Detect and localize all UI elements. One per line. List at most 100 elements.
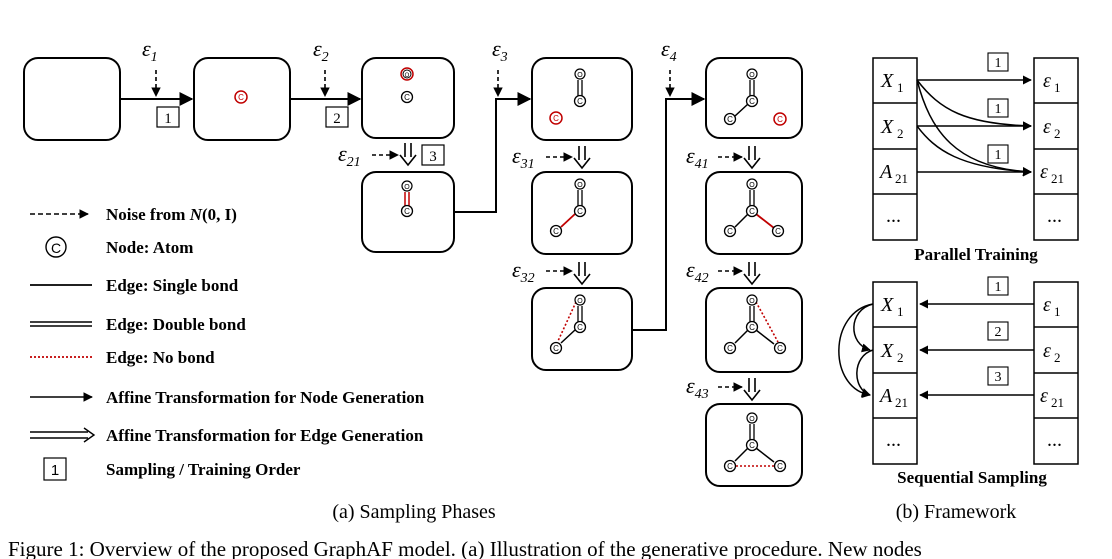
legend-nobond: Edge: No bond (106, 348, 215, 367)
legend-order-box: 1 (51, 462, 59, 479)
svg-text:X: X (880, 116, 894, 138)
svg-text:C: C (553, 114, 559, 123)
figure-caption: Figure 1: Overview of the proposed Graph… (8, 537, 922, 559)
legend-order: Sampling / Training Order (106, 460, 301, 479)
svg-text:C: C (777, 115, 783, 124)
eps-1: ε1 (142, 36, 158, 65)
svg-text:O: O (577, 72, 583, 79)
svg-text:C: C (727, 115, 733, 124)
svg-text:...: ... (1047, 205, 1062, 227)
svg-text:ε: ε (1040, 385, 1048, 407)
svg-text:C: C (404, 207, 410, 216)
svg-text:2: 2 (897, 126, 904, 141)
captions: (a) Sampling Phases (b) Framework Figure… (8, 501, 1016, 559)
svg-text:C: C (577, 97, 583, 106)
svg-text:X: X (880, 340, 894, 362)
svg-text:21: 21 (1051, 171, 1064, 186)
order-box-1: 1 (164, 111, 172, 127)
svg-text:2: 2 (1054, 350, 1061, 365)
svg-text:O: O (749, 416, 755, 423)
svg-text:C: C (238, 93, 244, 102)
eps-3: ε3 (492, 36, 508, 65)
svg-text:O: O (577, 182, 583, 189)
svg-text:C: C (727, 227, 733, 236)
svg-text:1: 1 (897, 80, 904, 95)
order-box-3: 3 (429, 149, 437, 165)
graph-state-0 (23, 57, 121, 141)
legend-noise: Noise from N(0, I) (106, 205, 237, 224)
parallel-order-3: 1 (995, 148, 1002, 163)
svg-text:O: O (404, 184, 410, 191)
molecules: C O C O C O C C (234, 67, 787, 473)
eps-4: ε4 (661, 36, 677, 65)
svg-text:ε: ε (1043, 294, 1051, 316)
svg-text:ε: ε (1043, 70, 1051, 92)
svg-text:C: C (404, 93, 410, 102)
svg-text:...: ... (886, 205, 901, 227)
legend-double: Edge: Double bond (106, 315, 246, 334)
svg-text:1: 1 (1054, 304, 1061, 319)
svg-text:O: O (405, 73, 410, 79)
svg-text:X: X (880, 70, 894, 92)
legend-affine-node: Affine Transformation for Node Generatio… (106, 388, 425, 407)
svg-text:...: ... (886, 429, 901, 451)
svg-text:C: C (777, 462, 783, 471)
eps-41: ε41 (686, 143, 709, 172)
svg-text:C: C (727, 462, 733, 471)
svg-text:C: C (749, 323, 755, 332)
sequential-order-1: 1 (995, 280, 1002, 295)
caption-b: (b) Framework (896, 501, 1017, 523)
svg-text:2: 2 (897, 350, 904, 365)
svg-text:C: C (553, 344, 559, 353)
eps-32: ε32 (512, 257, 535, 286)
svg-text:ε: ε (1040, 161, 1048, 183)
svg-text:2: 2 (1054, 126, 1061, 141)
svg-text:C: C (727, 344, 733, 353)
sampling-phases-panel: ε1 ε2 ε3 ε4 ε21 ε31 ε32 ε41 ε42 ε43 1 2 … (23, 36, 803, 487)
legend-node: Node: Atom (106, 238, 193, 257)
legend-single: Edge: Single bond (106, 276, 239, 295)
parallel-order-1: 1 (995, 56, 1002, 71)
svg-text:21: 21 (895, 395, 908, 410)
svg-text:C: C (749, 97, 755, 106)
svg-text:C: C (577, 323, 583, 332)
eps-43: ε43 (686, 373, 709, 402)
svg-text:O: O (749, 182, 755, 189)
noise-labels: ε1 ε2 ε3 ε4 ε21 ε31 ε32 ε41 ε42 ε43 (142, 36, 709, 402)
svg-text:1: 1 (1054, 80, 1061, 95)
svg-text:1: 1 (897, 304, 904, 319)
svg-text:O: O (577, 298, 583, 305)
svg-text:C: C (749, 207, 755, 216)
caption-a: (a) Sampling Phases (332, 501, 496, 523)
svg-text:C: C (553, 227, 559, 236)
legend: Noise from N(0, I) C Node: Atom Edge: Si… (30, 205, 425, 481)
svg-text:21: 21 (1051, 395, 1064, 410)
eps-2: ε2 (313, 36, 329, 65)
sequential-order-3: 3 (995, 370, 1002, 385)
svg-text:X: X (880, 294, 894, 316)
svg-text:C: C (777, 344, 783, 353)
svg-text:21: 21 (895, 171, 908, 186)
svg-text:ε: ε (1043, 340, 1051, 362)
svg-text:O: O (749, 298, 755, 305)
svg-text:A: A (878, 385, 893, 407)
parallel-training-title: Parallel Training (914, 245, 1038, 264)
svg-text:C: C (577, 207, 583, 216)
eps-42: ε42 (686, 257, 709, 286)
legend-node-icon: C (51, 240, 61, 256)
sequential-sampling-title: Sequential Sampling (897, 468, 1047, 487)
sequential-order-2: 2 (995, 325, 1002, 340)
parallel-order-2: 1 (995, 102, 1002, 117)
legend-affine-edge: Affine Transformation for Edge Generatio… (106, 426, 424, 445)
svg-text:O: O (749, 72, 755, 79)
svg-text:...: ... (1047, 429, 1062, 451)
eps-31: ε31 (512, 143, 535, 172)
order-box-2: 2 (333, 111, 341, 127)
svg-text:ε: ε (1043, 116, 1051, 138)
